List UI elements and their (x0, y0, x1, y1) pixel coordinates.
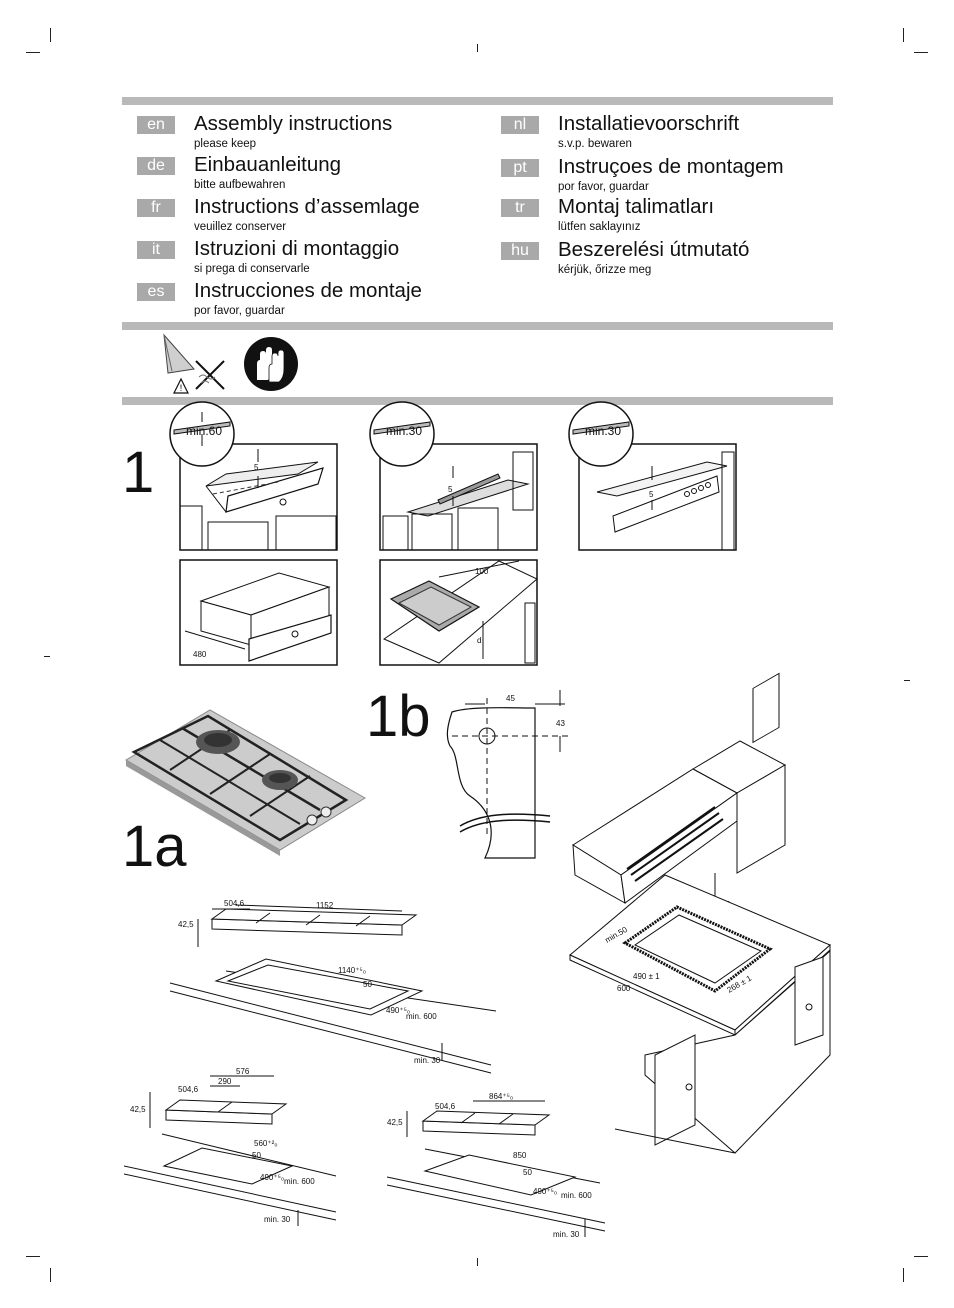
figure-1a-label: 1a (122, 814, 187, 879)
language-subtitle: bitte aufbewahren (194, 179, 286, 191)
cutout-dimensions-576: 576 290 504,6 42,5 560⁺²₀ 50 490⁺⁵₀ min.… (123, 1067, 337, 1226)
language-subtitle: lütfen saklayınız (558, 221, 641, 233)
cutout-490-label: 490⁺⁵₀ (260, 1173, 284, 1182)
height-42-label: 42,5 (178, 920, 194, 929)
mid-bar (122, 322, 833, 330)
cutout-50-label: 50 (523, 1168, 532, 1177)
language-code: es (137, 283, 175, 301)
language-title: Montaj talimatları (558, 195, 715, 218)
figure-1b-label: 1b (366, 684, 431, 749)
crop-mark (903, 28, 904, 42)
crop-mark (26, 1256, 40, 1257)
min-clearance-label: min.30 (386, 424, 422, 438)
language-subtitle: s.v.p. bewaren (558, 138, 632, 150)
depth-label: 100 (475, 567, 489, 576)
gap-label: 5 (448, 485, 453, 494)
gloves-icon (244, 337, 298, 391)
cutout-490-label: 490⁺⁵₀ (386, 1006, 410, 1015)
crop-mark (904, 680, 910, 681)
width-290-label: 290 (218, 1077, 232, 1086)
crop-mark (50, 28, 51, 42)
offset-45-label: 45 (506, 694, 515, 703)
crop-mark (477, 44, 478, 52)
language-subtitle: veuillez conserver (194, 221, 287, 233)
language-subtitle: please keep (194, 138, 257, 150)
oven-clearance-diagram: 5 min.30 (568, 401, 737, 551)
language-code: tr (501, 199, 539, 217)
width-864-label: 864⁺⁵₀ (489, 1092, 513, 1101)
language-subtitle: por favor, guardar (194, 305, 285, 317)
language-title: Istruzioni di montaggio (194, 237, 400, 260)
crop-mark (44, 656, 50, 657)
gap-label: 5 (254, 463, 259, 472)
language-code: pt (501, 159, 539, 177)
cutout-490-label: 490⁺⁵₀ (533, 1187, 557, 1196)
min-30-label: min. 30 (414, 1056, 441, 1065)
language-title: Instrucciones de montaje (194, 279, 422, 302)
language-title: Einbauanleitung (194, 153, 342, 176)
width-576-label: 576 (236, 1067, 250, 1076)
language-subtitle: por favor, guardar (558, 181, 649, 193)
language-subtitle: kérjük, őrizze meg (558, 264, 652, 276)
language-title: Installatievoorschrift (558, 112, 740, 135)
crop-mark (26, 52, 40, 53)
drawer-width-diagram: 480 (179, 559, 338, 666)
min-30-label: min. 30 (264, 1215, 291, 1224)
language-subtitle: si prega di conservarle (194, 263, 310, 275)
language-code: nl (501, 116, 539, 134)
cutout-850-label: 850 (513, 1151, 527, 1160)
language-title: Instructions d’assemlage (194, 195, 420, 218)
min-600-label: min. 600 (561, 1191, 592, 1200)
gap-label: 5 (649, 490, 654, 499)
gas-connection-position-diagram: 45 43 (446, 690, 570, 859)
cutout-50-label: 50 (363, 980, 372, 989)
cutout-1140-label: 1140⁺⁵₀ (338, 966, 366, 975)
cutout-depth-diagram: 100 d (379, 559, 538, 666)
crop-mark (914, 1256, 928, 1257)
drawer-clearance-diagram: 5 min.60 (169, 401, 338, 551)
top-bar (122, 97, 833, 105)
svg-text:!: ! (180, 383, 183, 393)
cutout-dimensions-864: 864⁺⁵₀ 504,6 42,5 850 50 490⁺⁵₀ min. 600… (386, 1092, 606, 1239)
offset-43-label: 43 (556, 719, 565, 728)
width-504-label: 504,6 (224, 899, 245, 908)
min-clearance-label: min.30 (585, 424, 621, 438)
language-code: hu (501, 242, 539, 260)
cutout-50-label: 50 (252, 1151, 261, 1160)
sharp-edge-warning-icon: ! (163, 333, 225, 394)
language-title: Beszerelési útmutató (558, 238, 750, 261)
width-1152-label: 1152 (316, 901, 334, 910)
min-600-label: min. 600 (284, 1177, 315, 1186)
crop-mark (903, 1268, 904, 1282)
min-600-label: min. 600 (406, 1012, 437, 1021)
crop-mark (914, 52, 928, 53)
language-title: Assembly instructions (194, 112, 393, 135)
hood-and-worktop-diagram: 650 min.50 490 ± 1 600 268 ± 1 (569, 672, 831, 1154)
width-504-label: 504,6 (178, 1085, 199, 1094)
min-30-label: min. 30 (553, 1230, 580, 1239)
cabinet-clearance-diagram: 5 min.30 (369, 401, 538, 551)
height-42-label: 42,5 (130, 1105, 146, 1114)
min-clearance-label: min.60 (186, 424, 222, 438)
language-title: Instruçoes de montagem (558, 155, 784, 178)
language-code: de (137, 157, 175, 175)
width-label: 480 (193, 650, 207, 659)
cutout-dimensions-1152: 1152 504,6 42,5 1140⁺⁵₀ 50 490⁺⁵₀ min. 6… (169, 899, 497, 1074)
depth-490-label: 490 ± 1 (633, 972, 660, 981)
figure-1-label: 1 (122, 440, 155, 505)
d-label: d (477, 636, 481, 645)
width-504-label: 504,6 (435, 1102, 456, 1111)
cutout-560-label: 560⁺²₀ (254, 1139, 278, 1148)
language-code: it (137, 241, 175, 259)
language-code: en (137, 116, 175, 134)
language-code: fr (137, 199, 175, 217)
height-42-label: 42,5 (387, 1118, 403, 1127)
lower-bar (122, 397, 833, 405)
crop-mark (477, 1258, 478, 1266)
depth-600-label: 600 (617, 984, 631, 993)
crop-mark (50, 1268, 51, 1282)
gas-hob-illustration (125, 709, 366, 856)
